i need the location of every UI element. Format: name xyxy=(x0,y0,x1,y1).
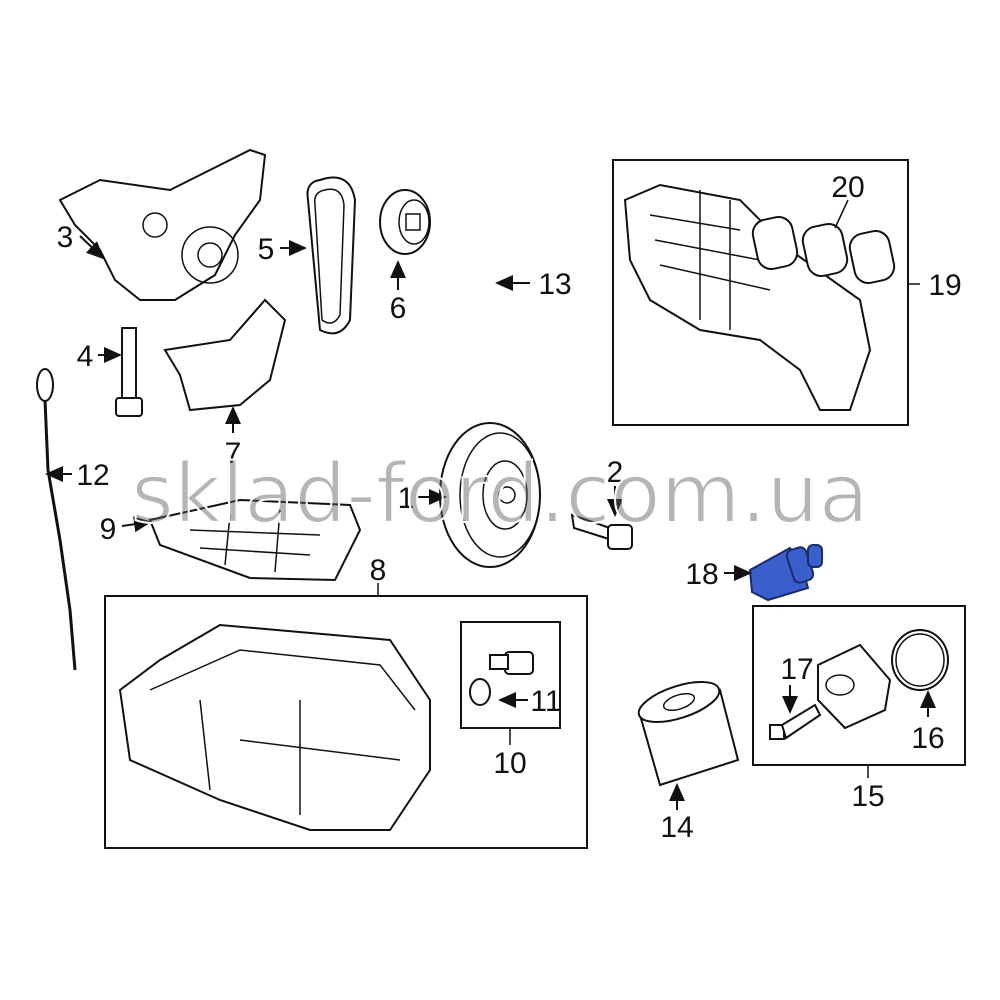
callout-3[interactable]: 3 xyxy=(57,221,74,254)
callout-9[interactable]: 9 xyxy=(100,513,117,546)
pulley-bolt-part[interactable] xyxy=(570,513,633,550)
callout-1[interactable]: 1 xyxy=(398,482,415,515)
callout-15[interactable]: 15 xyxy=(851,780,884,813)
dipstick-tube-part[interactable] xyxy=(467,159,496,382)
drain-plug-part[interactable] xyxy=(469,651,534,706)
sprocket-part[interactable] xyxy=(379,189,431,255)
oil-cooler-group-box xyxy=(752,605,966,766)
callout-5[interactable]: 5 xyxy=(258,233,275,266)
callout-11[interactable]: 11 xyxy=(530,685,561,718)
callout-10[interactable]: 10 xyxy=(493,747,526,780)
callout-4[interactable]: 4 xyxy=(77,340,94,373)
intake-gasket-part[interactable] xyxy=(750,214,897,285)
callout-20[interactable]: 20 xyxy=(831,171,864,204)
callout-7[interactable]: 7 xyxy=(225,437,242,470)
callout-8[interactable]: 8 xyxy=(370,554,387,587)
intake-manifold-part[interactable] xyxy=(623,183,872,411)
callout-13[interactable]: 13 xyxy=(538,268,571,301)
callout-2[interactable]: 2 xyxy=(607,456,624,489)
dipstick-part[interactable] xyxy=(36,368,77,671)
timing-cover-part[interactable] xyxy=(163,298,287,412)
callout-18[interactable]: 18 xyxy=(685,558,718,591)
oil-pan-part[interactable] xyxy=(118,623,431,831)
crankshaft-pulley-part[interactable] xyxy=(439,422,541,568)
oil-pan-group-box xyxy=(104,595,588,849)
callout-16[interactable]: 16 xyxy=(911,722,944,755)
callout-19[interactable]: 19 xyxy=(928,269,961,302)
callout-14[interactable]: 14 xyxy=(660,811,693,844)
callout-6[interactable]: 6 xyxy=(390,292,407,325)
oil-cooler-part[interactable] xyxy=(817,643,892,730)
oil-baffle-part[interactable] xyxy=(148,498,362,582)
callout-12[interactable]: 12 xyxy=(76,459,109,492)
oil-pressure-sensor-part[interactable] xyxy=(748,544,823,602)
o-ring-part[interactable] xyxy=(891,629,949,691)
intake-manifold-group-box xyxy=(612,159,909,426)
cooler-bolt-part[interactable] xyxy=(769,703,822,740)
oil-pump-part[interactable] xyxy=(58,148,267,301)
watermark: sklad-ford.com.ua xyxy=(131,447,869,542)
callout-17[interactable]: 17 xyxy=(780,653,813,686)
bolt-part[interactable] xyxy=(115,327,143,417)
oil-filter-part[interactable] xyxy=(634,674,740,787)
